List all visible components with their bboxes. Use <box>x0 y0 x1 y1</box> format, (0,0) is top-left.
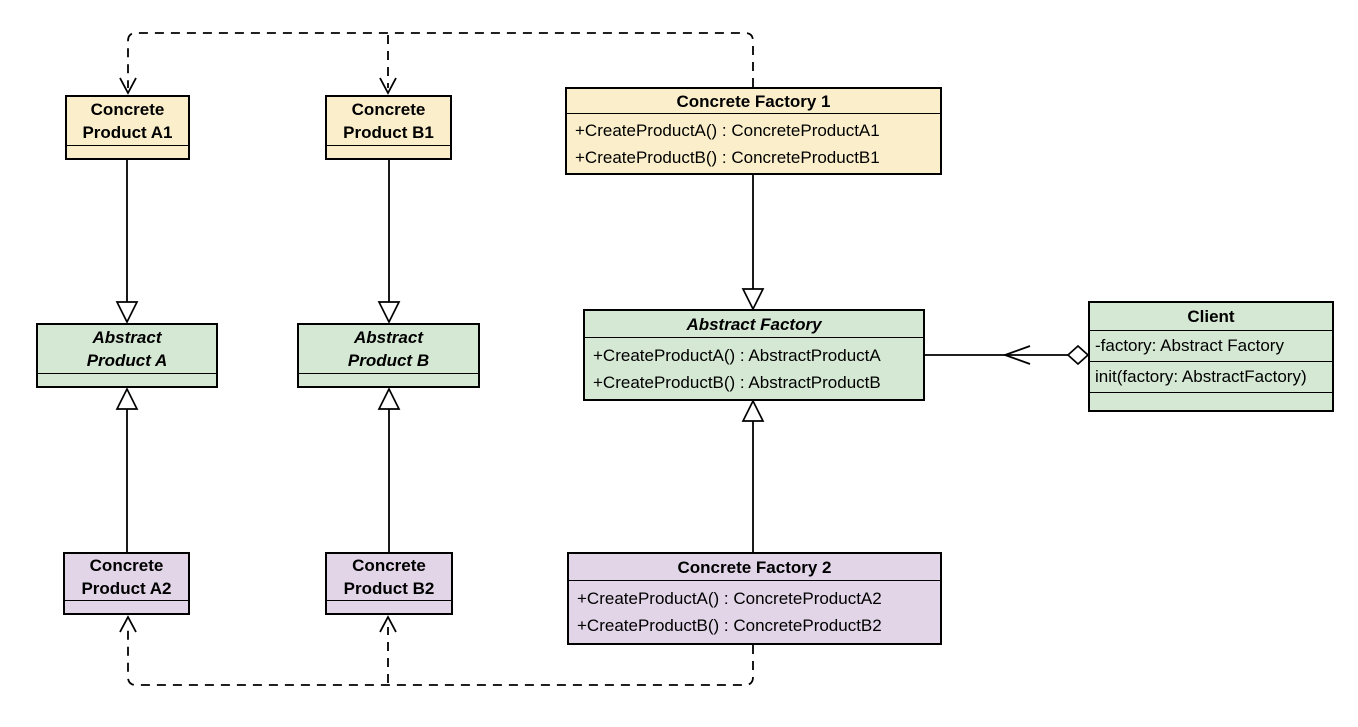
empty-compartment <box>65 600 188 613</box>
empty-compartment <box>38 373 216 386</box>
class-title-text: Client <box>1187 307 1235 326</box>
class-title-text: Concrete Product B2 <box>343 556 435 598</box>
empty-compartment <box>299 373 478 386</box>
hollow-triangle-arrowhead <box>377 301 401 324</box>
empty-compartment <box>1090 392 1332 410</box>
empty-compartment <box>327 600 451 613</box>
open-arrowhead <box>379 77 397 95</box>
method: +CreateProductB() : AbstractProductB <box>593 372 881 392</box>
empty-compartment <box>327 145 450 158</box>
generalization-factory2-to-abstract-factory <box>741 399 765 552</box>
class-title: Abstract Factory <box>585 311 923 338</box>
method: init(factory: AbstractFactory) <box>1090 361 1332 392</box>
dependency-path <box>127 32 754 88</box>
hollow-diamond <box>1066 344 1090 366</box>
class-abstract-product-b: Abstract Product B <box>297 323 480 388</box>
class-title-text: Abstract Factory <box>686 314 822 334</box>
class-title: Concrete Factory 1 <box>567 89 940 114</box>
hollow-triangle-arrowhead <box>377 387 401 410</box>
hollow-triangle-arrowhead <box>741 399 765 422</box>
open-arrowhead <box>119 615 137 633</box>
dependency-path <box>127 627 754 686</box>
generalization-a1-to-abstract-product-a <box>115 160 139 324</box>
class-client: Client -factory: Abstract Factory init(f… <box>1088 301 1334 412</box>
class-abstract-product-a: Abstract Product A <box>36 323 218 388</box>
generalization-b2-to-abstract-product-b <box>377 387 401 552</box>
class-title: Concrete Product B2 <box>327 554 451 600</box>
hollow-triangle-arrowhead <box>115 387 139 410</box>
class-title-text: Concrete Factory 1 <box>676 91 831 111</box>
class-title: Abstract Product A <box>38 325 216 373</box>
method: +CreateProductA() : AbstractProductA <box>593 345 881 365</box>
dependency-factory1-to-products <box>119 32 754 95</box>
class-concrete-product-b1: Concrete Product B1 <box>325 95 452 160</box>
class-title: Concrete Product A2 <box>65 554 188 600</box>
method: +CreateProductA() : ConcreteProductA2 <box>577 589 882 608</box>
method: +CreateProductB() : ConcreteProductB2 <box>577 616 882 635</box>
generalization-a2-to-abstract-product-a <box>115 387 139 552</box>
methods-compartment: +CreateProductA() : ConcreteProductA2 +C… <box>569 581 940 643</box>
dependency-factory2-to-products <box>119 615 754 686</box>
class-title: Concrete Product B1 <box>327 97 450 145</box>
class-title-text: Concrete Product B1 <box>343 100 434 142</box>
hollow-triangle-arrowhead <box>741 288 765 311</box>
class-concrete-factory-1: Concrete Factory 1 +CreateProductA() : C… <box>565 87 942 175</box>
methods-compartment: +CreateProductA() : AbstractProductA +Cr… <box>585 338 923 399</box>
class-title-text: Concrete Factory 2 <box>677 557 832 577</box>
method: +CreateProductA() : ConcreteProductA1 <box>575 121 880 140</box>
class-concrete-product-b2: Concrete Product B2 <box>325 552 453 615</box>
empty-compartment <box>67 145 188 158</box>
aggregation-client-to-abstract-factory <box>925 344 1090 366</box>
class-title-text: Concrete Product A1 <box>82 100 173 142</box>
class-concrete-product-a1: Concrete Product A1 <box>65 95 190 160</box>
open-arrowhead <box>119 77 137 95</box>
class-title-text: Abstract Product A <box>86 328 168 370</box>
class-title-text: Abstract Product B <box>347 328 430 370</box>
class-concrete-product-a2: Concrete Product A2 <box>63 552 190 615</box>
hollow-triangle-arrowhead <box>115 301 139 324</box>
attribute: -factory: Abstract Factory <box>1095 336 1284 355</box>
open-arrowhead <box>379 615 397 633</box>
class-title: Abstract Product B <box>299 325 478 373</box>
open-arrowhead <box>1002 345 1031 365</box>
class-concrete-factory-2: Concrete Factory 2 +CreateProductA() : C… <box>567 552 942 645</box>
class-abstract-factory: Abstract Factory +CreateProductA() : Abs… <box>583 309 925 401</box>
methods-compartment: +CreateProductA() : ConcreteProductA1 +C… <box>567 114 940 174</box>
method: +CreateProductB() : ConcreteProductB1 <box>575 148 880 167</box>
generalization-factory1-to-abstract-factory <box>741 175 765 311</box>
class-title-text: Concrete Product A2 <box>81 556 172 598</box>
class-title: Client <box>1090 303 1332 331</box>
class-title: Concrete Product A1 <box>67 97 188 145</box>
generalization-b1-to-abstract-product-b <box>377 160 401 324</box>
class-title: Concrete Factory 2 <box>569 554 940 581</box>
